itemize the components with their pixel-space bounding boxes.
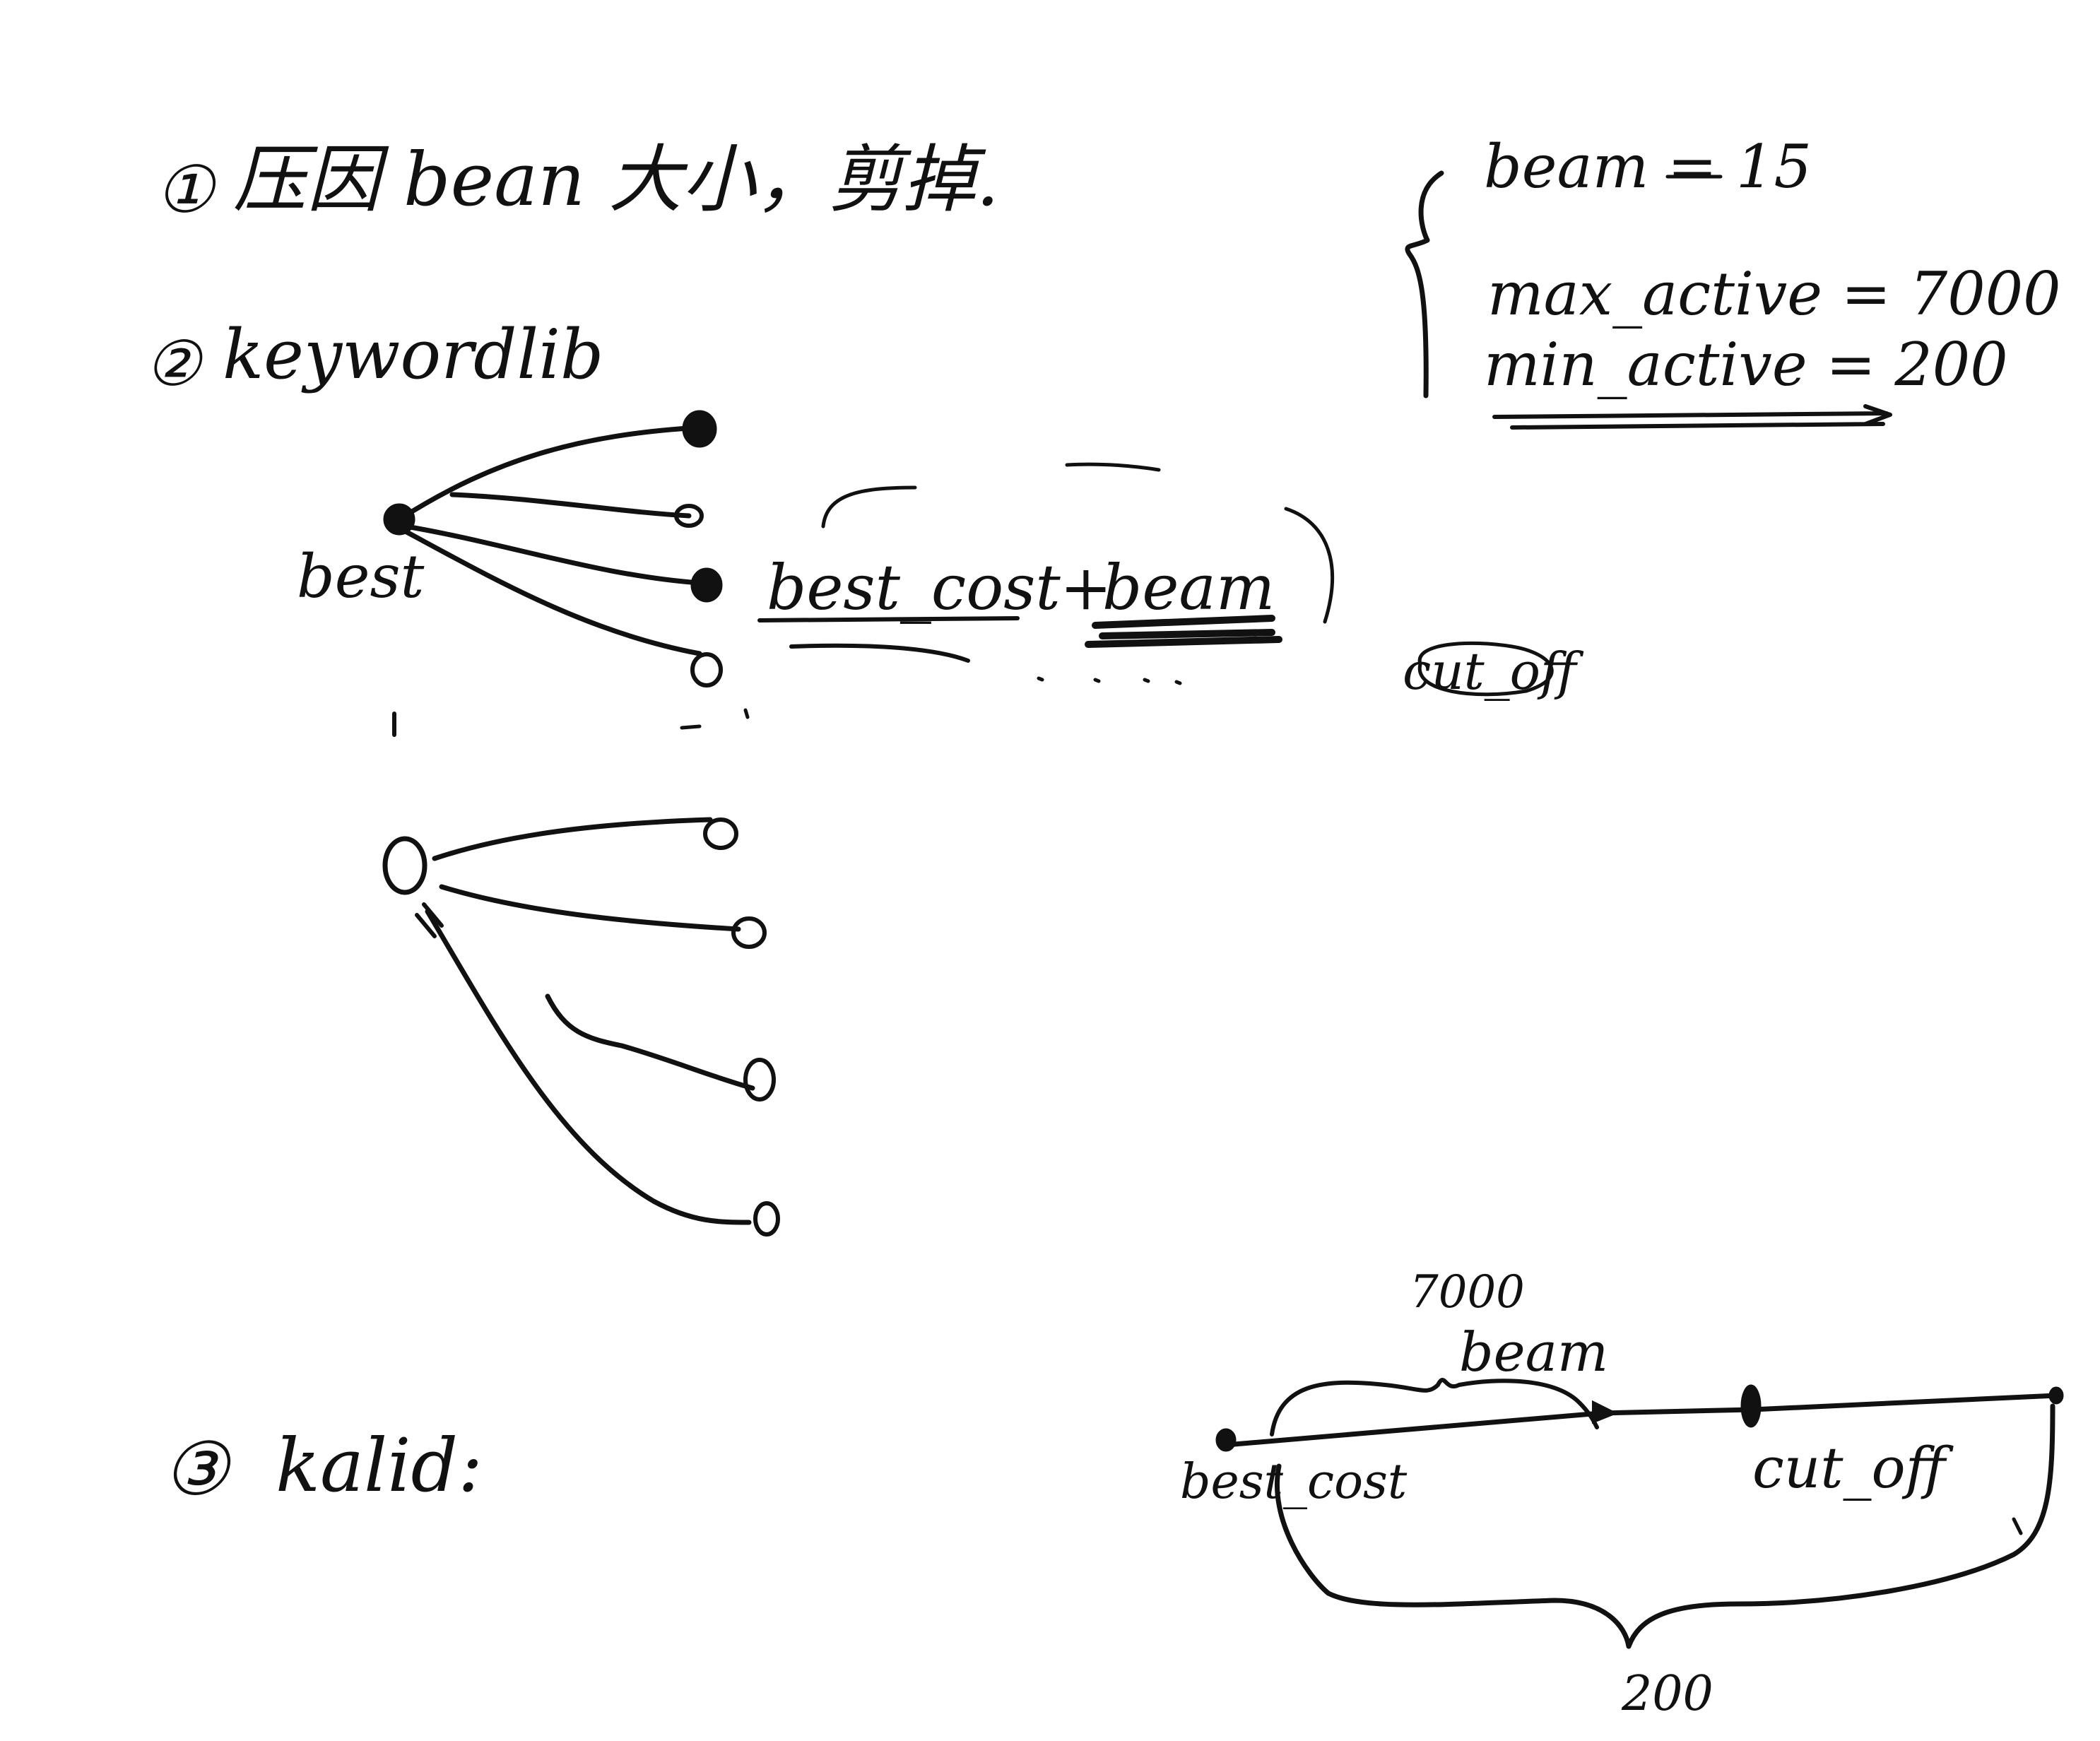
note-2-marker: ② bbox=[145, 327, 203, 400]
axis-bottom-value: 200 bbox=[1621, 1666, 1713, 1722]
upper-leaf-2 bbox=[674, 504, 704, 528]
lower-branch-3 bbox=[545, 993, 755, 1091]
note-3-text: kalid: bbox=[276, 1422, 483, 1509]
upper-annotation-underline-right bbox=[1085, 615, 1282, 648]
upper-branch-1 bbox=[400, 425, 702, 520]
note-3: ③ kalid: bbox=[163, 1422, 483, 1512]
upper-root-node bbox=[383, 503, 415, 536]
upper-annotation-op: + bbox=[1060, 551, 1112, 624]
lower-branch-4 bbox=[425, 909, 752, 1225]
note-1-marker: ① bbox=[155, 152, 217, 228]
params-block: beam = 15 max_active = 7000 min_active =… bbox=[1405, 132, 2061, 430]
upper-branch-3 bbox=[403, 524, 702, 586]
axis-point-cut-off bbox=[1740, 1384, 1762, 1428]
axis-point-best-cost bbox=[1215, 1428, 1237, 1452]
lower-tree bbox=[382, 817, 780, 1237]
axis-bottom-brace-tick bbox=[2012, 1517, 2023, 1535]
lower-root-node bbox=[382, 836, 427, 895]
note-2: ② keywordlib bbox=[145, 315, 603, 400]
lower-leaf-2 bbox=[731, 916, 767, 949]
param-min-active: min_active = 200 bbox=[1484, 330, 2008, 399]
axis-right-label: cut_off bbox=[1752, 1435, 1954, 1501]
upper-leaf-3 bbox=[690, 567, 723, 603]
note-1-text: 压因 bean 大小，剪掉. bbox=[233, 136, 999, 223]
lower-branch-2 bbox=[439, 884, 741, 932]
upper-annotation-arc bbox=[821, 462, 1334, 624]
axis-top-label: beam bbox=[1459, 1321, 1608, 1383]
axis-point-beam-arrow bbox=[1592, 1400, 1618, 1424]
param-min-active-underline bbox=[1492, 404, 1892, 430]
note-3-marker: ③ bbox=[163, 1426, 232, 1512]
upper-branch-2 bbox=[449, 492, 692, 519]
upper-leaf-1 bbox=[682, 410, 717, 448]
axis-top-value: 7000 bbox=[1410, 1266, 1525, 1318]
upper-annotation-left: best_cost bbox=[767, 551, 1061, 624]
lower-leaf-1 bbox=[703, 818, 738, 850]
upper-dots bbox=[680, 708, 750, 730]
upper-annotation-underline-left bbox=[757, 616, 1020, 663]
param-max-active: max_active = 7000 bbox=[1487, 259, 2061, 329]
param-beam: beam = 15 bbox=[1484, 132, 1812, 201]
upper-side-scribble: cut_off bbox=[1403, 641, 1584, 701]
axis-line bbox=[1223, 1393, 2059, 1448]
axis-left-label: best_cost bbox=[1180, 1454, 1408, 1510]
lower-branch-ticks bbox=[415, 902, 444, 938]
params-brace bbox=[1405, 170, 1444, 399]
upper-side-label: cut_off bbox=[1403, 642, 1584, 701]
lower-leaf-4 bbox=[753, 1201, 780, 1237]
axis-point-end bbox=[2048, 1386, 2064, 1405]
upper-root-label: best bbox=[297, 542, 425, 611]
upper-side-scribble-loop bbox=[1417, 641, 1554, 697]
lower-leaf-3 bbox=[743, 1058, 776, 1102]
upper-annotation-dots bbox=[1037, 676, 1182, 685]
note-2-text: keywordlib bbox=[223, 315, 603, 394]
axis-top-brace bbox=[1270, 1378, 1599, 1436]
upper-annotation-right: beam bbox=[1102, 551, 1275, 624]
upper-branch-4 bbox=[400, 527, 702, 656]
axis-bottom-brace bbox=[1275, 1403, 2055, 1649]
note-1: ① 压因 bean 大小，剪掉. bbox=[155, 136, 999, 228]
lower-branch-1 bbox=[432, 817, 713, 861]
upper-leaf-4 bbox=[690, 652, 723, 687]
upper-tree: best best_cost + beam cut_off bbox=[297, 410, 1584, 737]
axis-diagram: 7000 beam best_cost cut_off 200 bbox=[1180, 1266, 2064, 1722]
